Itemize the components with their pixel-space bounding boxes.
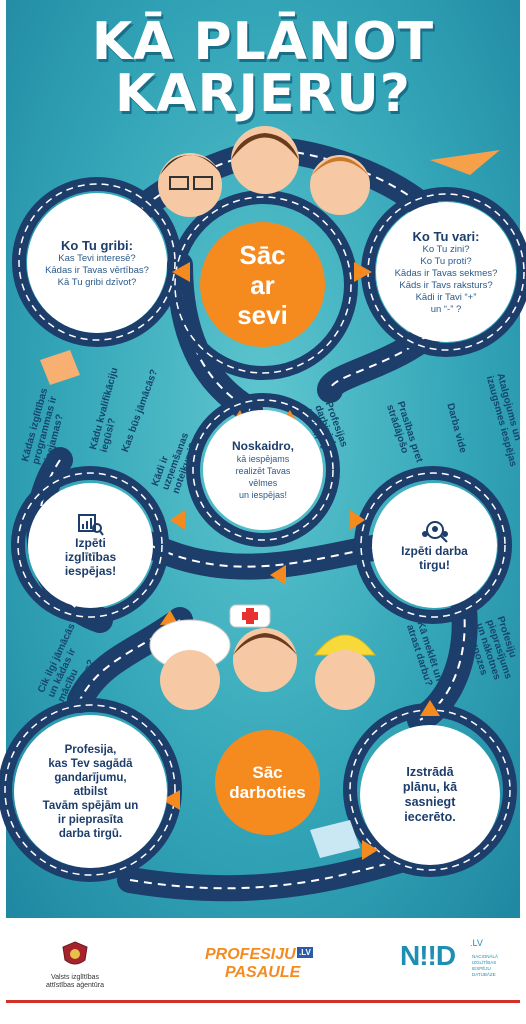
profession-circle: Profesija, kas Tev sagādā gandarījumu, a…: [14, 715, 167, 868]
make-plan-circle: Izstrādā plānu, kā sasniegt iecerēto.: [360, 725, 500, 865]
middle-heading: Noskaidro,: [231, 439, 294, 453]
arrow-to-right-mid: [350, 510, 365, 530]
center-top-line-2: ar: [250, 269, 275, 300]
middle-line-3: vēlmes: [248, 478, 278, 488]
arrow-bottom-right: [362, 840, 378, 860]
right-top-line-2: Ko Tu proti?: [420, 255, 472, 267]
middle-line-2: realizēt Tavas: [235, 466, 291, 476]
arrow-lower-left: [160, 610, 178, 625]
kids-illustration-top: [158, 126, 370, 217]
title-line-2: KARJERU?: [115, 64, 411, 124]
footer: Valsts izglītības attīstības aģentūra PR…: [0, 918, 526, 1024]
left-top-line-3: Kā Tu gribi dzīvot?: [57, 276, 137, 288]
what-you-want-heading: Ko Tu gribi:: [61, 237, 133, 253]
center-top-line-1: Sāc: [239, 239, 286, 270]
left-bottom-line-3: gandarījumu,: [54, 771, 127, 784]
envelope-icon-bottom: [310, 820, 360, 858]
right-top-line-5: Kādi ir Tavi “+”: [415, 291, 477, 303]
center-top-line-3: sevi: [237, 299, 288, 330]
center-bottom-line-1: Sāc: [252, 762, 283, 782]
explore-education-circle: Izpēti izglītības iespējas!: [28, 483, 153, 608]
niid-suffix: .LV: [470, 938, 483, 948]
profesiju-suffix: .LV: [297, 947, 313, 958]
left-mid-line-2: izglītības: [64, 549, 117, 564]
what-you-want-circle: Ko Tu gribi: Kas Tevi interesē? Kādas ir…: [27, 193, 167, 333]
middle-line-1: kā iespējams: [236, 454, 290, 464]
people-search-icon: [421, 520, 448, 543]
search-chart-icon: [77, 513, 104, 536]
arrow-to-left-top: [172, 262, 190, 282]
arrow-to-right-top: [354, 262, 372, 282]
start-with-yourself-circle: Sāc ar sevi: [200, 222, 325, 347]
right-bottom-line-1: Izstrādā: [406, 765, 454, 779]
paper-plane-icon: [430, 150, 500, 175]
right-bottom-line-2: plānu, kā: [402, 780, 458, 794]
left-bottom-line-6: ir pieprasīta: [57, 813, 124, 826]
agency-name-line-2: attīstības aģentūra: [46, 982, 104, 989]
right-top-line-1: Ko Tu zini?: [422, 243, 470, 255]
start-working-circle: Sāc darboties: [215, 730, 320, 835]
title-line-1: KĀ PLĀNOT: [91, 12, 435, 72]
kids-illustration-bottom: [149, 604, 377, 710]
left-bottom-line-7: darba tirgū.: [58, 827, 123, 840]
left-bottom-line-2: kas Tev sagādā: [48, 757, 133, 770]
center-bottom-line-2: darboties: [229, 782, 306, 802]
road-bottom: [117, 847, 413, 902]
envelope-icon-left: [40, 350, 80, 385]
arrow-bottom-left: [162, 790, 180, 810]
profesiju-line: PROFESIJU: [205, 946, 296, 963]
niid-logo-text: N!!D: [400, 940, 456, 971]
find-out-circle: Noskaidro, kā iespējams realizēt Tavas v…: [203, 410, 323, 530]
agency-name-line-1: Valsts izglītības: [50, 974, 100, 981]
left-bottom-line-1: Profesija,: [64, 743, 117, 756]
right-top-line-3: Kādas ir Tavas sekmes?: [394, 267, 498, 279]
left-mid-line-1: Izpēti: [75, 535, 106, 550]
right-top-line-6: un “-” ?: [430, 303, 462, 315]
pasaule-line: PASAULE: [225, 964, 301, 981]
explore-labor-market-circle: Izpēti darba tirgu!: [372, 483, 497, 608]
right-bottom-line-4: iecerēto.: [404, 810, 456, 824]
middle-line-4: un iespējas!: [238, 490, 288, 500]
what-you-can-circle: Ko Tu vari: Ko Tu zini? Ko Tu proti? Kād…: [376, 202, 516, 342]
what-you-can-heading: Ko Tu vari:: [412, 228, 480, 244]
left-bottom-line-5: Tavām spējām un: [42, 799, 139, 812]
arrow-right-up: [420, 700, 440, 716]
right-mid-line-1: Izpēti darba: [401, 543, 468, 558]
footer-bottom-line: [6, 1000, 520, 1003]
coat-of-arms-icon: [62, 941, 88, 965]
left-top-line-2: Kādas ir Tavas vērtības?: [45, 264, 149, 276]
right-mid-line-2: tirgu!: [419, 557, 450, 572]
left-top-line-1: Kas Tevi interesē?: [58, 252, 136, 264]
right-bottom-line-3: sasniegt: [404, 795, 456, 809]
profesiju-pasaule-logo[interactable]: PROFESIJU .LV PASAULE: [205, 946, 315, 986]
right-top-line-4: Kāds ir Tavs raksturs?: [399, 279, 493, 291]
left-mid-line-3: iespējas!: [64, 563, 117, 578]
arrow-to-left-mid: [170, 510, 185, 530]
left-bottom-line-4: atbilst: [73, 785, 108, 798]
arrow-lower-mid: [270, 565, 286, 585]
